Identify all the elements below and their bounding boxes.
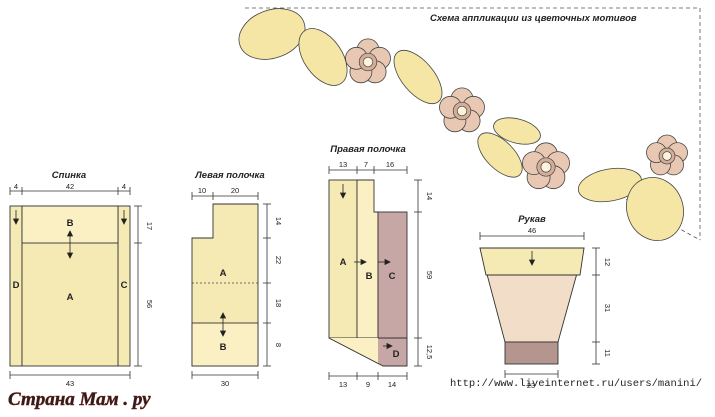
pravaya-dim-bottom-3: 14 [388, 380, 396, 389]
pravaya-dim-bottom-2: 9 [366, 380, 370, 389]
applique-scheme: Схема аппликации из цветочных мотивов [238, 7, 701, 241]
pravaya-dim-top-1: 13 [339, 160, 347, 169]
rukav-cuff [504, 341, 559, 365]
applique-flower [522, 142, 570, 190]
levaya-dim-top-left: 10 [198, 186, 206, 195]
spinka-dim-top-center: 42 [66, 182, 74, 191]
pravaya-label-a: A [340, 257, 347, 268]
pravaya-label-b: B [366, 271, 373, 282]
applique-leaf [477, 132, 523, 178]
applique-flower [646, 134, 688, 176]
levaya-label-a: A [220, 268, 227, 279]
pravaya-grain-arrows [339, 184, 393, 350]
levaya-dim-top-right: 20 [231, 186, 239, 195]
applique-leaf [393, 50, 443, 104]
spinka-label-d: D [13, 280, 20, 291]
pattern-levaya-polochka: Левая полочка 10 20 A B 14 22 18 8 30 [191, 170, 283, 388]
levaya-grain-arrow [219, 312, 227, 337]
applique-leaf [626, 177, 684, 241]
levaya-dim-bottom: 30 [221, 379, 229, 388]
scheme-title: Схема аппликации из цветочных мотивов [430, 13, 637, 24]
pravaya-dim-right-3: 12,5 [425, 345, 434, 360]
pravaya-title: Правая полочка [330, 144, 406, 155]
flower-center [540, 161, 552, 173]
flower-center [456, 105, 468, 117]
rukav-dim-right-1: 12 [603, 258, 612, 266]
levaya-title: Левая полочка [194, 170, 264, 181]
spinka-label-b: B [67, 218, 74, 229]
pattern-spinka: Спинка 4 42 4 B A D C 17 56 [9, 170, 154, 388]
pattern-pravaya-polochka: Правая полочка 13 7 16 A B C D 14 59 1 [328, 144, 434, 389]
pravaya-piece-b [356, 179, 379, 339]
applique-leaf [493, 117, 541, 145]
spinka-dim-right-top: 17 [145, 222, 154, 230]
rukav-dim-right-3: 11 [603, 349, 612, 357]
watermark-url: http://www.liveinternet.ru/users/manini/ [450, 378, 702, 390]
spinka-grain-arrows [12, 210, 128, 259]
pravaya-dim-top-2: 7 [364, 160, 368, 169]
rukav-title: Рукав [518, 214, 546, 225]
spinka-dim-right-main: 56 [145, 300, 154, 308]
pravaya-label-c: C [389, 271, 396, 282]
pravaya-dim-top-3: 16 [386, 160, 394, 169]
levaya-piece-b [191, 322, 259, 367]
levaya-dim-right-4: 8 [274, 343, 283, 347]
applique-flowers [345, 38, 688, 190]
rukav-grain-arrow [528, 251, 536, 266]
pravaya-label-d: D [393, 349, 400, 360]
spinka-label-c: C [121, 280, 128, 291]
flower-center [362, 56, 374, 68]
applique-leaf [298, 28, 348, 86]
applique-flower [345, 38, 391, 84]
watermark-site-name: Страна Мам . ру [8, 389, 151, 410]
pravaya-dim-bottom-1: 13 [339, 380, 347, 389]
rukav-dim-bottom: 23 [527, 381, 535, 390]
applique-flower [439, 87, 485, 133]
spinka-label-a: A [67, 292, 74, 303]
pravaya-dim-right-2: 59 [425, 271, 434, 279]
spinka-dim-bottom: 43 [66, 379, 74, 388]
pattern-rukav: Рукав 46 12 31 11 23 [479, 214, 612, 390]
applique-leaf [577, 167, 643, 203]
levaya-label-b: B [220, 342, 227, 353]
levaya-dim-right-2: 22 [274, 256, 283, 264]
levaya-dim-right-3: 18 [274, 299, 283, 307]
rukav-dim-top: 46 [528, 226, 536, 235]
spinka-title: Спинка [52, 170, 86, 181]
levaya-dim-right-1: 14 [274, 217, 283, 225]
flower-center [662, 151, 672, 161]
rukav-dim-right-2: 31 [603, 304, 612, 312]
pravaya-dim-right-1: 14 [425, 192, 434, 200]
spinka-dim-top-left: 4 [14, 182, 18, 191]
spinka-dim-top-right: 4 [122, 182, 126, 191]
applique-leaves [238, 8, 684, 241]
applique-leaf [238, 8, 306, 60]
